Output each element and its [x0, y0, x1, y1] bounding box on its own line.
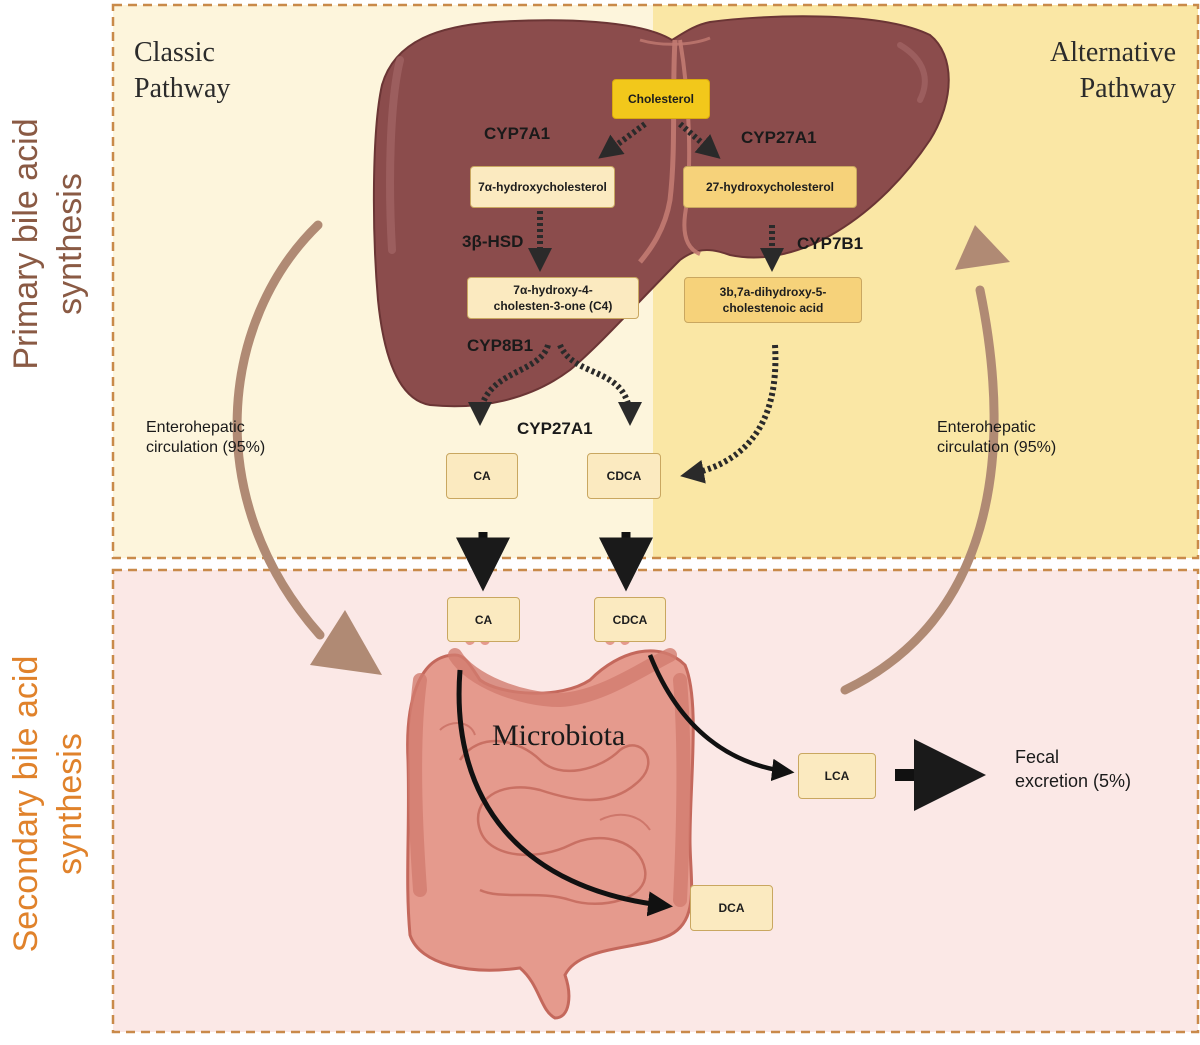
- enterohepatic-right-line1: Enterohepatic: [937, 419, 1036, 436]
- fecal-excretion-label: Fecal excretion (5%): [1015, 745, 1131, 793]
- classic-title-line2: Pathway: [134, 73, 231, 104]
- secondary-synthesis-label: Secondary bile acid synthesis: [4, 644, 92, 964]
- classic-pathway-title: Classic Pathway: [134, 35, 230, 107]
- arrow-c4-to-cdca: [557, 343, 642, 426]
- enzyme-cyp7b1: CYP7B1: [797, 234, 864, 253]
- node-c4-line1: 7α-hydroxy-4-: [513, 283, 593, 297]
- arrow-dihydroxy-to-cdca: [680, 344, 779, 484]
- enterohepatic-left-line2: circulation (95%): [146, 439, 266, 456]
- solid-arrows: [456, 532, 986, 917]
- node-c4: 7α-hydroxy-4- cholesten-3-one (C4): [467, 277, 639, 319]
- enzyme-cyp27a1-mid: CYP27A1: [517, 419, 593, 438]
- node-dihydroxy-line2: cholestenoic acid: [722, 301, 824, 315]
- primary-region-border: [111, 3, 1200, 560]
- enzyme-cyp7a1: CYP7A1: [484, 124, 551, 143]
- arrow-ca-to-dca: [456, 669, 673, 917]
- enterohepatic-label-left: Enterohepatic circulation (95%): [146, 418, 265, 458]
- enterohepatic-arrow-right: [840, 285, 999, 695]
- arrow-cholesterol-to-7a: [598, 121, 647, 159]
- node-c4-line2: cholesten-3-one (C4): [493, 299, 613, 313]
- arrow-cdca-to-lca: [647, 654, 795, 782]
- node-27-hydroxycholesterol: 27-hydroxycholesterol: [683, 166, 857, 208]
- enzyme-cyp27a1-top: CYP27A1: [741, 128, 817, 147]
- enterohepatic-right-line2: circulation (95%): [937, 439, 1057, 456]
- node-lca: LCA: [798, 753, 876, 799]
- dotted-arrows: [468, 121, 784, 484]
- primary-synthesis-label: Primary bile acid synthesis: [4, 104, 92, 384]
- classic-title-line1: Classic: [134, 37, 215, 68]
- enterohepatic-arrowhead-right: [955, 225, 1010, 270]
- fecal-line1: Fecal: [1015, 747, 1060, 767]
- arrow-cholesterol-to-27: [678, 121, 721, 159]
- fecal-line2: excretion (5%): [1015, 771, 1132, 791]
- node-dca: DCA: [690, 885, 773, 931]
- node-cholesterol: Cholesterol: [612, 79, 710, 119]
- primary-label-line1: Primary bile acid: [7, 118, 45, 370]
- node-cdca-liver: CDCA: [587, 453, 661, 499]
- node-cdca-gut: CDCA: [594, 597, 666, 642]
- node-ca-liver: CA: [446, 453, 518, 499]
- alternative-title-line1: Alternative: [1050, 37, 1176, 68]
- enterohepatic-label-right: Enterohepatic circulation (95%): [937, 418, 1056, 458]
- node-dihydroxy-line1: 3b,7a-dihydroxy-5-: [719, 285, 827, 299]
- node-7a-hydroxycholesterol: 7α-hydroxycholesterol: [470, 166, 615, 208]
- enterohepatic-left-line1: Enterohepatic: [146, 419, 245, 436]
- enterohepatic-arrow-left: [232, 220, 325, 640]
- enzyme-3b-hsd: 3β-HSD: [462, 232, 524, 251]
- enterohepatic-arrowhead-left: [310, 610, 382, 675]
- microbiota-label: Microbiota: [492, 719, 626, 752]
- node-ca-gut: CA: [447, 597, 520, 642]
- primary-label-line2: synthesis: [51, 173, 89, 315]
- arrow-c4-to-ca: [468, 343, 551, 426]
- alternative-title-line2: Pathway: [1079, 73, 1176, 104]
- alternative-pathway-title: Alternative Pathway: [1050, 35, 1176, 107]
- secondary-label-line1: Secondary bile acid: [7, 655, 45, 953]
- intestine-illustration: [406, 608, 695, 1020]
- enzyme-cyp8b1: CYP8B1: [467, 336, 534, 355]
- secondary-label-line2: synthesis: [51, 733, 89, 875]
- node-dihydroxy-acid: 3b,7a-dihydroxy-5- cholestenoic acid: [684, 277, 862, 323]
- secondary-region-border: [111, 568, 1200, 1034]
